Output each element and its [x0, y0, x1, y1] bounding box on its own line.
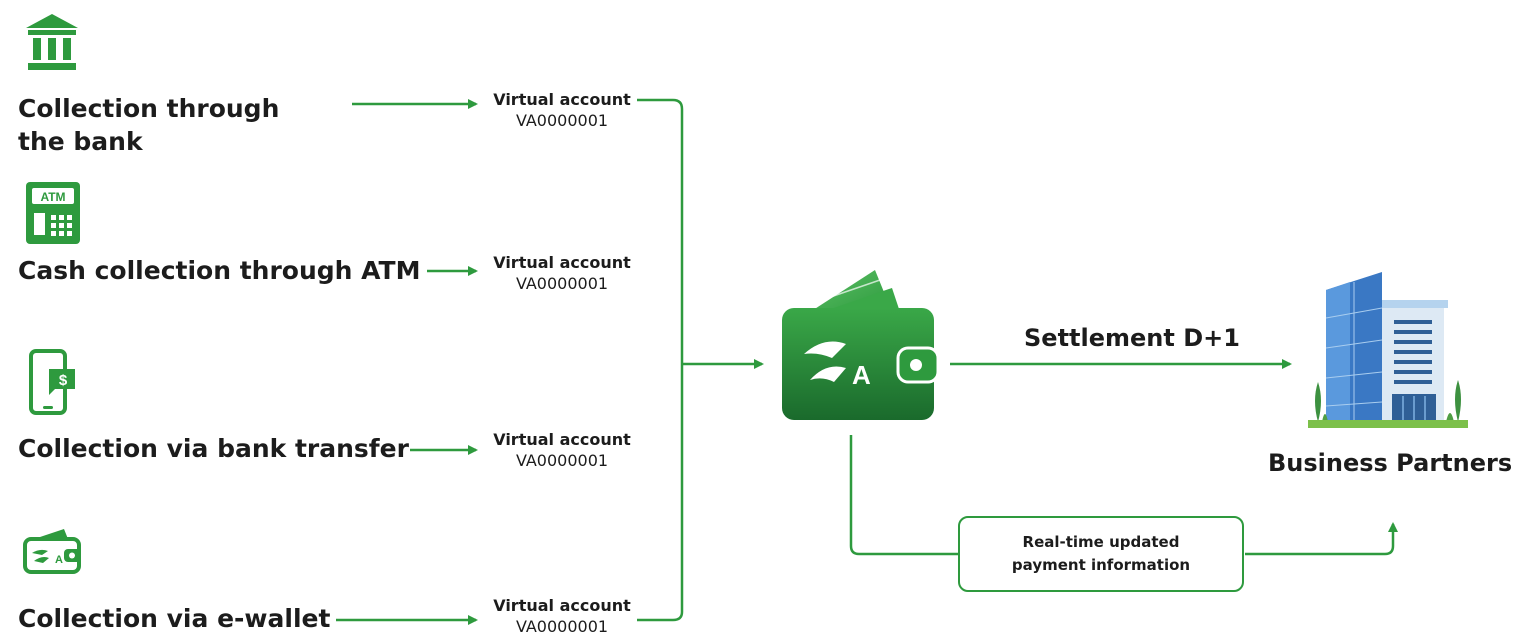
- settlement-label: Settlement D+1: [1024, 324, 1240, 352]
- bank-building-icon: [22, 12, 82, 72]
- svg-text:A: A: [852, 360, 871, 390]
- svg-text:A: A: [55, 554, 63, 566]
- virtual-account-3: Virtual account VA0000001: [493, 430, 631, 470]
- virtual-account-4: Virtual account VA0000001: [493, 596, 631, 636]
- svg-text:ATM: ATM: [40, 190, 65, 204]
- bracket-collector: [637, 98, 684, 622]
- virtual-account-1: Virtual account VA0000001: [493, 90, 631, 130]
- virtual-account-2: Virtual account VA0000001: [493, 253, 631, 293]
- ewallet-icon: A: [22, 527, 84, 575]
- realtime-info-box: Real-time updated payment information: [958, 516, 1244, 592]
- office-building-icon: [1308, 270, 1468, 430]
- source-label-bank: Collection through the bank: [18, 94, 280, 156]
- svg-text:$: $: [59, 372, 68, 389]
- atm-icon: ATM: [25, 181, 81, 245]
- wallet-logo-icon: A: [780, 262, 940, 422]
- source-label-ewallet: Collection via e-wallet: [18, 604, 331, 633]
- realtime-info-line1: Real-time updated: [1022, 533, 1180, 551]
- source-label-transfer: Collection via bank transfer: [18, 434, 409, 463]
- source-label-atm: Cash collection through ATM: [18, 256, 421, 285]
- line-wallet-to-info: [849, 435, 958, 556]
- business-partners-label: Business Partners: [1268, 449, 1513, 477]
- realtime-info-line2: payment information: [1011, 556, 1191, 574]
- mobile-payment-icon: $: [29, 349, 77, 417]
- arrow-info-to-partners: [1245, 522, 1398, 556]
